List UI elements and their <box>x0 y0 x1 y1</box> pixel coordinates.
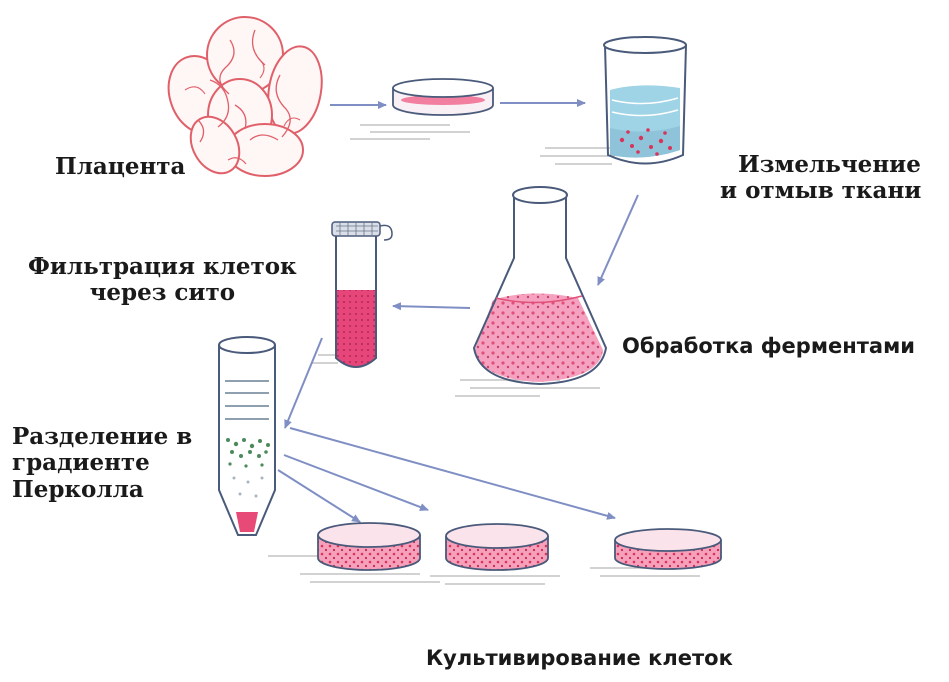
test-tube-with-sieve <box>331 221 393 368</box>
label-mincing: Измельчение и отмыв ткани <box>720 151 922 205</box>
culture-dish-1 <box>317 522 421 571</box>
arrow-to-dish-b <box>283 454 429 511</box>
shading-lines <box>540 147 615 165</box>
arrow-to-dish-c <box>289 427 616 520</box>
label-culture: Культивирование клеток <box>426 646 733 670</box>
label-filtration: Фильтрация клеток через сито <box>28 253 297 307</box>
arrow-beaker-to-flask <box>597 194 639 286</box>
erlenmeyer-flask <box>472 186 608 386</box>
arrow-to-dish-a <box>277 469 361 523</box>
label-enzymes: Обработка ферментами <box>622 334 915 358</box>
petri-dish-1 <box>392 78 494 116</box>
label-gradient: Разделение в градиенте Перколла <box>12 423 193 503</box>
shading-lines <box>350 124 470 140</box>
placenta-illustration <box>167 16 323 177</box>
arrow-flask-to-tube <box>392 302 471 311</box>
label-placenta: Плацента <box>55 153 186 180</box>
culture-dish-3 <box>614 528 722 570</box>
culture-dish-2 <box>445 523 549 571</box>
percoll-gradient-tube <box>218 336 276 536</box>
beaker <box>603 36 687 165</box>
arrow-tube-to-gradient <box>284 337 323 429</box>
